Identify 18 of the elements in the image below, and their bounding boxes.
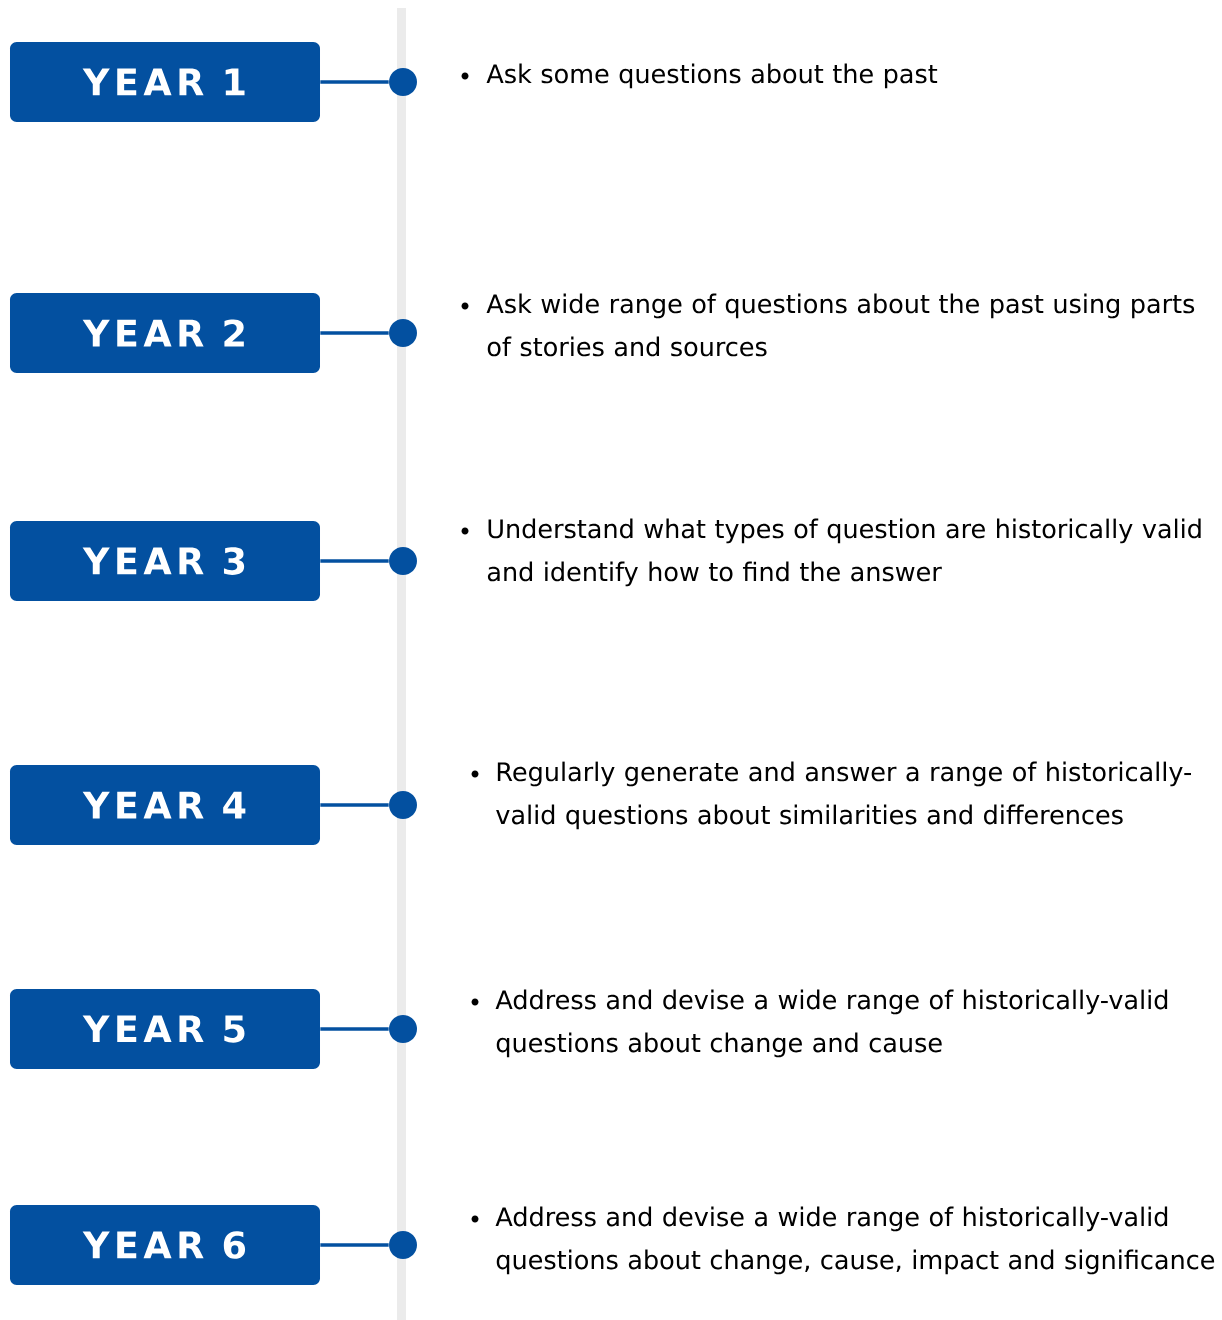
connector-line — [320, 331, 389, 335]
year-box: YEAR 5 — [10, 989, 320, 1069]
year-box: YEAR 1 — [10, 42, 320, 122]
timeline-dot — [389, 68, 417, 96]
connector-line — [320, 1027, 389, 1031]
timeline-dot — [389, 1231, 417, 1259]
connector-line — [320, 80, 389, 84]
connector-line — [320, 1243, 389, 1247]
timeline-dot — [389, 547, 417, 575]
year-box: YEAR 4 — [10, 765, 320, 845]
timeline-dot — [389, 319, 417, 347]
year-box: YEAR 3 — [10, 521, 320, 601]
year-box: YEAR 2 — [10, 293, 320, 373]
connector-line — [320, 559, 389, 563]
connector-line — [320, 803, 389, 807]
timeline-dot — [389, 791, 417, 819]
timeline-dot — [389, 1015, 417, 1043]
year-box: YEAR 6 — [10, 1205, 320, 1285]
